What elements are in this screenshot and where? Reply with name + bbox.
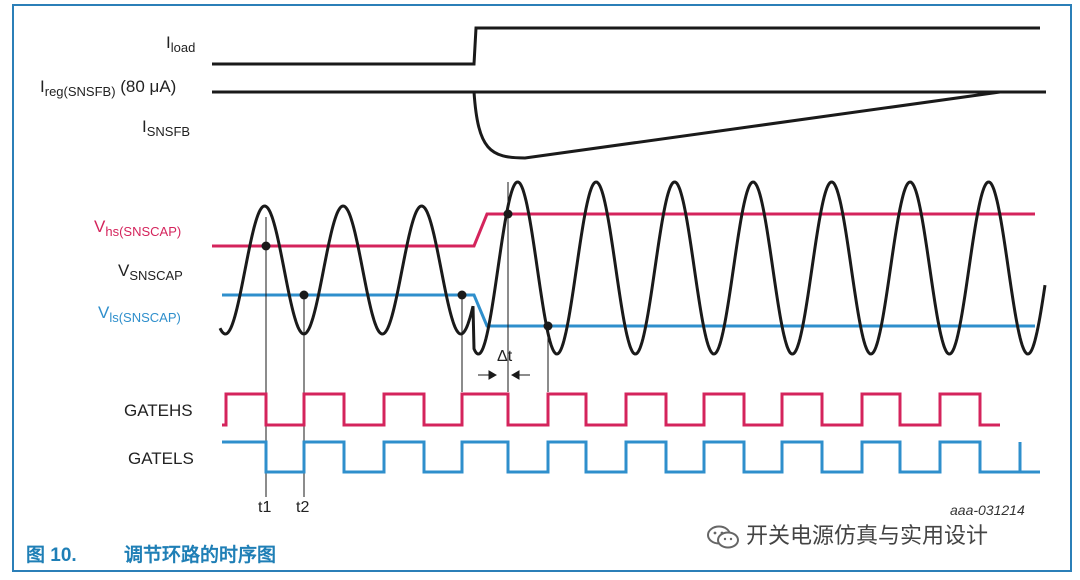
figure-number: 图 10.: [26, 545, 77, 566]
isnsfb-trace: [472, 90, 1001, 160]
delta-arrows: [478, 370, 530, 380]
t1-label: t1: [258, 499, 272, 516]
gatehs-label: GATEHS: [124, 401, 193, 420]
t2-label: t2: [296, 499, 310, 516]
dot-3: [457, 290, 467, 300]
vls-label: Vls(SNSCAP): [98, 303, 181, 325]
isnsfb-label: ISNSFB: [142, 117, 191, 139]
iload-trace: [212, 26, 1040, 66]
dot-t1: [261, 241, 271, 251]
watermark-text: 开关电源仿真与实用设计: [746, 523, 989, 548]
figure-frame: [12, 4, 1072, 572]
vls-trace: [222, 293, 1035, 328]
vhs-trace: [212, 212, 1035, 248]
figure-title: 调节环路的时序图: [124, 545, 277, 566]
dot-4: [503, 209, 513, 219]
dot-5: [543, 321, 553, 331]
document-id: aaa-031214: [950, 502, 1025, 518]
vsnscap-label: VSNSCAP: [118, 261, 183, 283]
vsnscap-trace: [218, 180, 1047, 356]
gatels-label: GATELS: [128, 449, 194, 468]
dot-t2: [299, 290, 309, 300]
gatehs-trace: [222, 392, 1000, 427]
delta-t-label: Δt: [497, 348, 513, 365]
ireg-label: Ireg(SNSFB) (80 μA): [40, 77, 177, 99]
intersection-dots: [261, 209, 553, 331]
watermark: 开关电源仿真与实用设计: [706, 518, 988, 550]
iload-label: Iload: [166, 33, 196, 55]
wechat-icon: [707, 525, 739, 549]
marker-lines: [265, 182, 549, 497]
gatels-trace: [222, 440, 1040, 474]
vhs-label: Vhs(SNSCAP): [94, 217, 182, 239]
